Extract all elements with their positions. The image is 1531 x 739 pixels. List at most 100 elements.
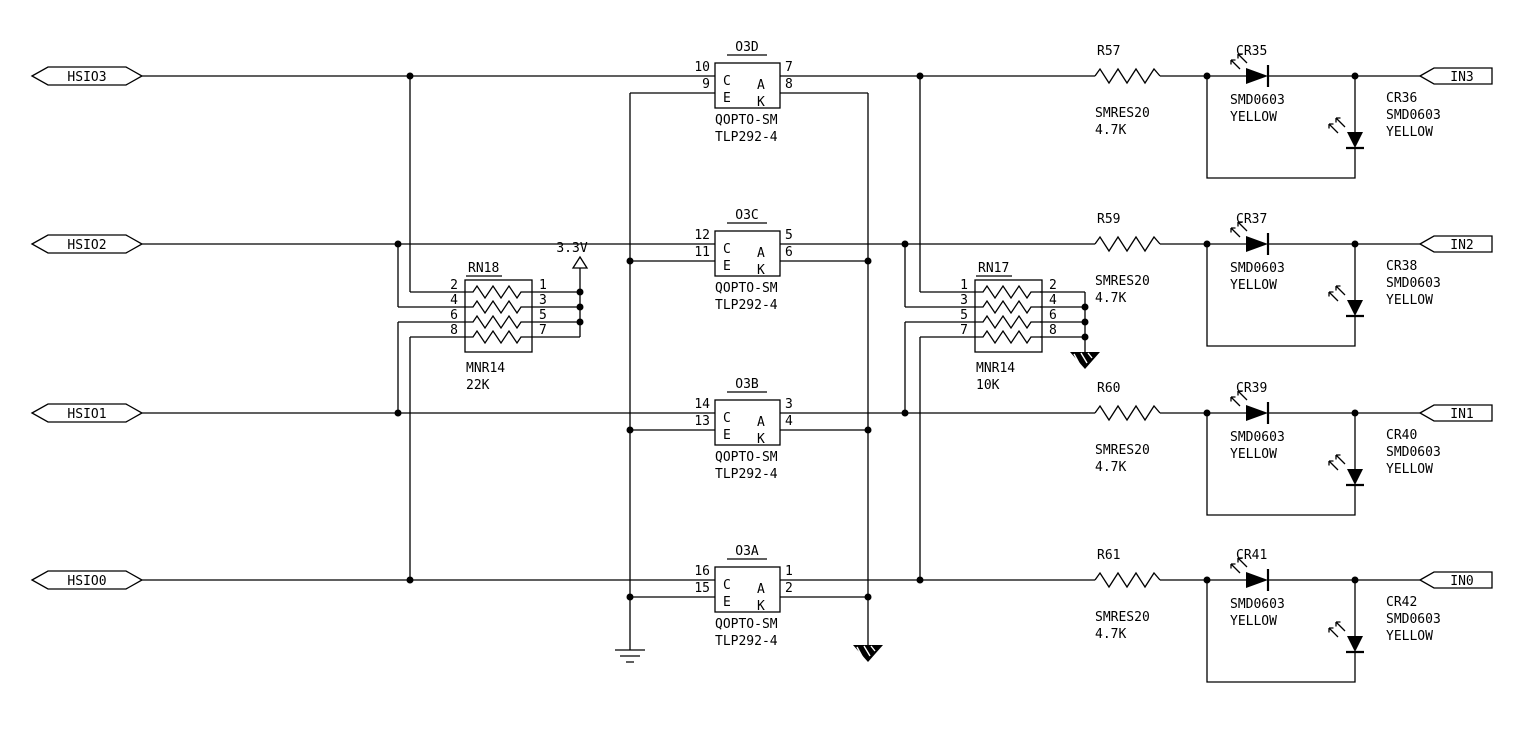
led-cr41[interactable]: CR41 SMD0603 YELLOW [1230, 548, 1285, 629]
pin-number: 2 [1049, 278, 1057, 293]
part-label: SMRES20 [1095, 274, 1150, 289]
chassis-ground-icon[interactable] [1070, 352, 1100, 369]
port-in2[interactable]: IN2 [1418, 235, 1493, 253]
pin-letter: C [723, 411, 731, 426]
led-cr35[interactable]: CR35 SMD0603 YELLOW [1230, 44, 1285, 125]
part-label: MNR14 [976, 361, 1015, 376]
port-label: IN0 [1450, 574, 1473, 589]
port-shape [30, 234, 144, 254]
led-triangle-icon [1246, 68, 1268, 84]
refdes-label: CR38 [1386, 259, 1417, 274]
resistor-network-rn18[interactable]: RN18 2 4 6 8 1 3 5 7 MNR14 22K [450, 261, 547, 393]
junction-dot [394, 240, 402, 248]
port-in1[interactable]: IN1 [1418, 404, 1493, 422]
pin-number: 3 [960, 293, 968, 308]
part-label: SMD0603 [1230, 597, 1285, 612]
port-label: IN1 [1450, 407, 1473, 422]
earth-ground-icon[interactable] [615, 649, 645, 663]
color-label: YELLOW [1386, 462, 1433, 477]
pin-letter: A [757, 582, 765, 597]
led-triangle-icon [1246, 572, 1268, 588]
resistor-r61[interactable]: R61 SMRES20 4.7K [1094, 548, 1161, 642]
port-hsio1[interactable]: HSIO1 [30, 403, 144, 423]
pin-letter: E [723, 428, 731, 443]
port-shape [1418, 571, 1493, 589]
port-hsio3[interactable]: HSIO3 [30, 66, 144, 86]
opto-o3a[interactable]: O3A 16 15 1 2 C E A K QOPTO-SM TLP292-4 [694, 544, 792, 649]
part-label: SMD0603 [1386, 108, 1441, 123]
port-shape [1418, 235, 1493, 253]
resistor-r60[interactable]: R60 SMRES20 4.7K [1094, 381, 1161, 475]
ground-hatch [856, 645, 876, 659]
refdes-label: O3D [735, 40, 759, 55]
pin-number: 2 [785, 581, 793, 596]
pin-number: 6 [450, 308, 458, 323]
pin-letter: K [757, 432, 765, 447]
opto-o3c[interactable]: O3C 12 11 5 6 C E A K QOPTO-SM TLP292-4 [694, 208, 792, 313]
power-3v3[interactable]: 3.3V [556, 241, 589, 269]
junction-dot [1081, 303, 1089, 311]
rn-body [464, 279, 533, 353]
refdes-label: CR39 [1236, 381, 1267, 396]
port-hsio2[interactable]: HSIO2 [30, 234, 144, 254]
pin-number: 8 [785, 77, 793, 92]
refdes-label: R59 [1097, 212, 1120, 227]
port-shape [30, 403, 144, 423]
port-shape [30, 570, 144, 590]
value-label: 4.7K [1095, 627, 1126, 642]
pin-letter: C [723, 242, 731, 257]
led-cr39[interactable]: CR39 SMD0603 YELLOW [1230, 381, 1285, 462]
refdes-label: R60 [1097, 381, 1120, 396]
port-in0[interactable]: IN0 [1418, 571, 1493, 589]
pin-number: 5 [785, 228, 793, 243]
chassis-ground-icon[interactable] [853, 645, 883, 662]
refdes-label: R57 [1097, 44, 1120, 59]
pin-number: 2 [450, 278, 458, 293]
pin-number: 12 [694, 228, 710, 243]
port-label: HSIO1 [67, 407, 106, 422]
pin-number: 8 [1049, 323, 1057, 338]
led-cr42[interactable]: CR42 SMD0603 YELLOW [1328, 595, 1441, 654]
port-hsio0[interactable]: HSIO0 [30, 570, 144, 590]
resistor-network-rn17[interactable]: RN17 1 3 5 7 2 4 6 8 MNR14 10K [960, 261, 1057, 393]
color-label: YELLOW [1386, 629, 1433, 644]
refdes-label: R61 [1097, 548, 1120, 563]
junction-dot [576, 318, 584, 326]
pin-letter: A [757, 415, 765, 430]
pin-letter: C [723, 74, 731, 89]
resistor-r57[interactable]: R57 SMRES20 4.7K [1094, 44, 1161, 138]
pin-number: 1 [785, 564, 793, 579]
port-in3[interactable]: IN3 [1418, 67, 1493, 85]
port-shape [1418, 67, 1493, 85]
refdes-label: CR40 [1386, 428, 1417, 443]
ground-bars [615, 649, 645, 663]
pin-number: 16 [694, 564, 710, 579]
opto-o3b[interactable]: O3B 14 13 3 4 C E A K QOPTO-SM TLP292-4 [694, 377, 793, 482]
color-label: YELLOW [1230, 110, 1277, 125]
opto-o3d[interactable]: O3D 10 9 7 8 C E A K QOPTO-SM TLP292-4 [694, 40, 792, 145]
resistor-zigzag [1094, 67, 1161, 85]
port-label: HSIO0 [67, 574, 106, 589]
refdes-label: RN17 [978, 261, 1009, 276]
junction-dot [1351, 409, 1359, 417]
led-cr36[interactable]: CR36 SMD0603 YELLOW [1328, 91, 1441, 150]
junction-dot [1203, 72, 1211, 80]
part-label: QOPTO-SM [715, 113, 778, 128]
junction-dot [1081, 318, 1089, 326]
pin-number: 4 [785, 414, 793, 429]
power-label: 3.3V [556, 241, 587, 256]
part-label: SMD0603 [1230, 261, 1285, 276]
led-cr37[interactable]: CR37 SMD0603 YELLOW [1230, 212, 1285, 293]
led-triangle-icon [1347, 469, 1363, 485]
pin-number: 11 [694, 245, 710, 260]
led-cr38[interactable]: CR38 SMD0603 YELLOW [1328, 259, 1441, 318]
led-cr40[interactable]: CR40 SMD0603 YELLOW [1328, 428, 1441, 487]
pin-letter: E [723, 595, 731, 610]
refdes-label: CR37 [1236, 212, 1267, 227]
pin-letter: K [757, 95, 765, 110]
resistor-r59[interactable]: R59 SMRES20 4.7K [1094, 212, 1161, 306]
pin-number: 4 [450, 293, 458, 308]
device-label: TLP292-4 [715, 130, 778, 145]
pin-letter: A [757, 246, 765, 261]
